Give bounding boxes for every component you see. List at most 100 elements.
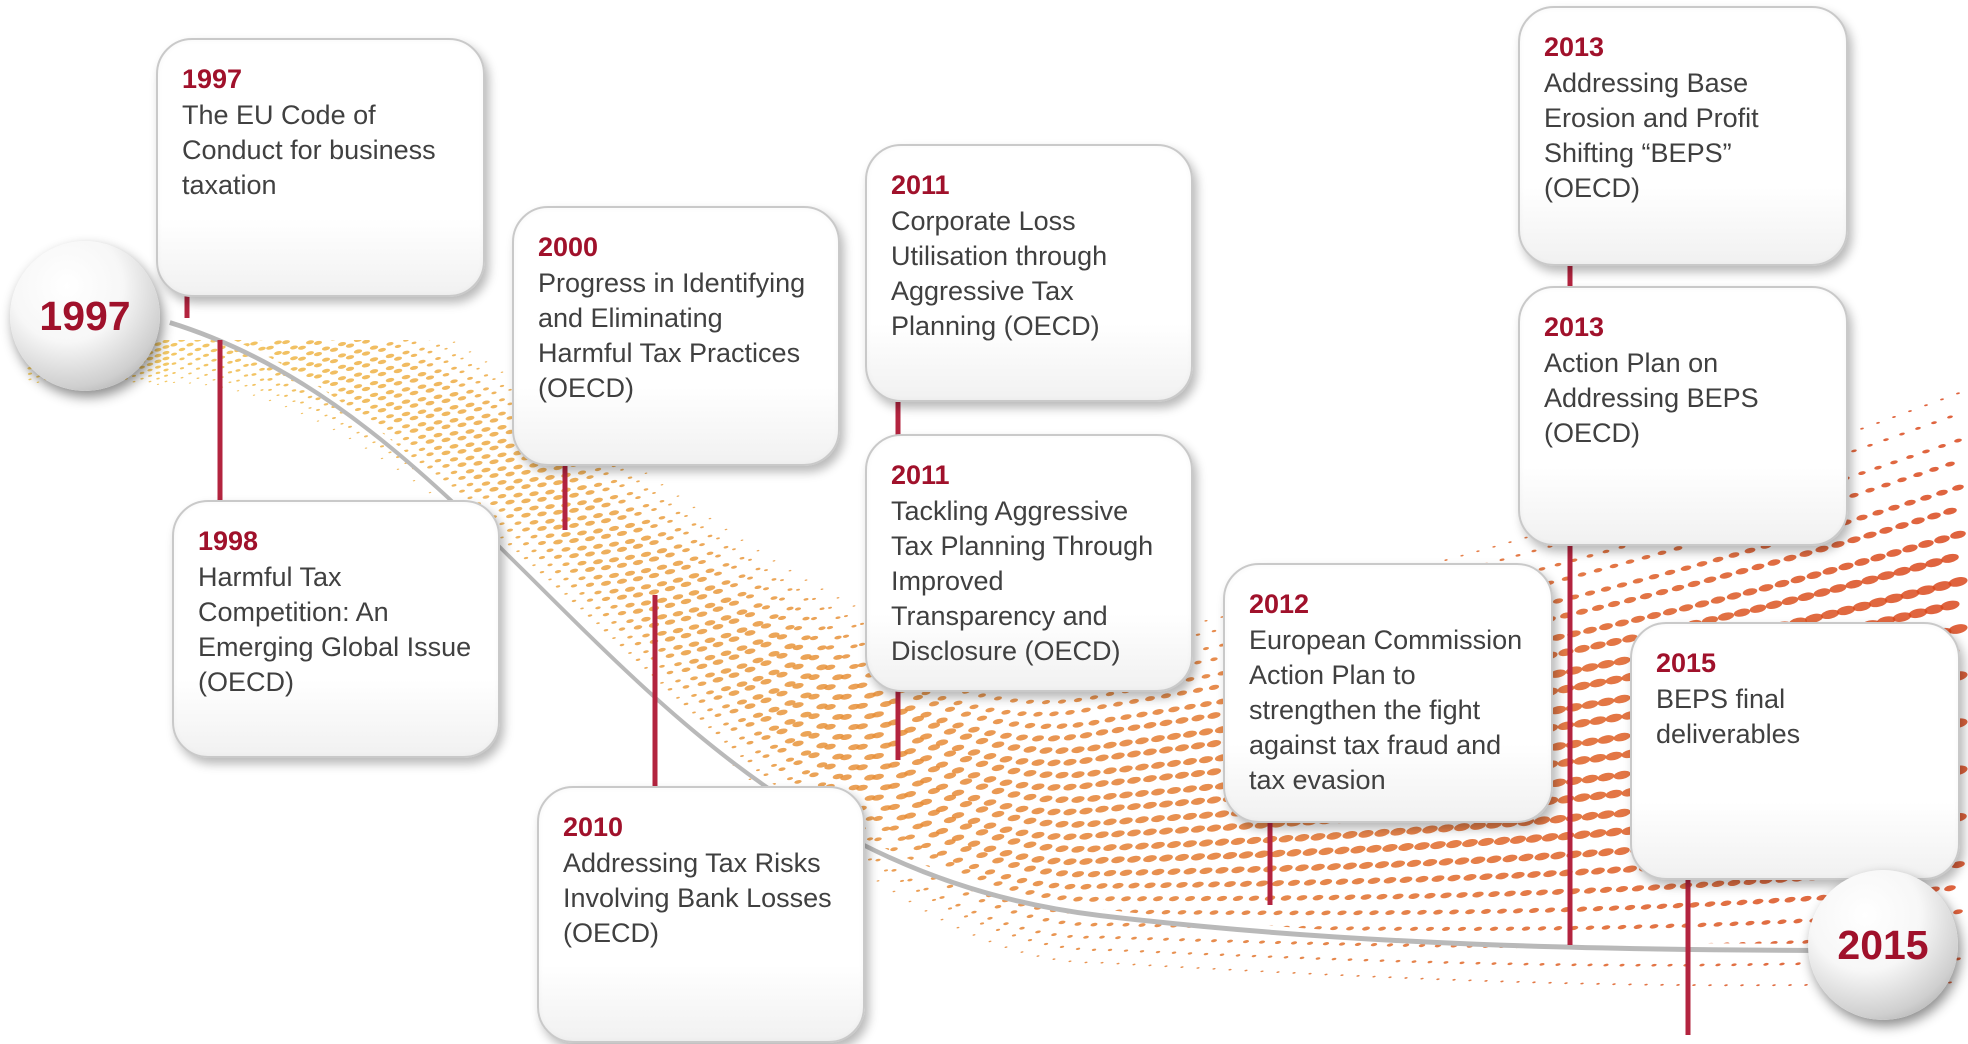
texture-dot: [146, 362, 154, 367]
texture-dot: [434, 458, 442, 463]
texture-dot: [1111, 830, 1125, 838]
texture-dot: [569, 568, 579, 573]
texture-dot: [1168, 706, 1180, 713]
texture-dot: [1183, 758, 1197, 766]
texture-dot: [1321, 910, 1331, 916]
texture-dot: [1087, 744, 1101, 752]
texture-dot: [147, 374, 153, 377]
texture-dot: [1035, 930, 1041, 934]
event-description: BEPS final deliverables: [1656, 684, 1801, 749]
texture-dot: [1135, 869, 1149, 876]
texture-dot: [154, 359, 162, 364]
texture-dot: [444, 347, 448, 350]
texture-dot: [872, 711, 884, 718]
texture-dot: [736, 681, 748, 687]
texture-dot: [953, 700, 963, 706]
texture-dot: [728, 636, 740, 642]
texture-dot: [978, 693, 986, 698]
texture-dot: [771, 578, 777, 581]
texture-dot: [529, 505, 539, 511]
texture-dot: [1191, 714, 1205, 722]
texture-dot: [1176, 881, 1188, 888]
texture-dot: [417, 422, 427, 427]
texture-dot: [1631, 615, 1645, 623]
texture-dot: [1447, 874, 1461, 882]
texture-dot: [401, 374, 411, 380]
texture-dot: [698, 560, 706, 565]
texture-dot: [250, 341, 258, 346]
texture-dot: [1515, 554, 1521, 557]
texture-dot: [1080, 883, 1092, 890]
texture-dot: [1318, 847, 1334, 856]
texture-dot: [688, 573, 700, 579]
texture-dot: [1411, 960, 1417, 963]
texture-dot: [140, 377, 144, 380]
texture-dot: [1607, 600, 1621, 608]
texture-dot: [1406, 859, 1422, 868]
texture-dot: [1211, 629, 1217, 633]
texture-dot: [834, 635, 842, 640]
texture-dot: [977, 875, 987, 881]
texture-dot: [522, 527, 530, 532]
texture-dot: [769, 614, 779, 619]
texture-dot: [1026, 914, 1034, 919]
texture-dot: [1589, 829, 1607, 838]
texture-dot: [458, 475, 466, 480]
texture-dot: [810, 616, 818, 621]
texture-dot: [1143, 855, 1157, 863]
texture-dot: [689, 658, 699, 664]
texture-dot: [1071, 821, 1085, 828]
texture-dot: [1390, 827, 1406, 836]
texture-dot: [1342, 831, 1358, 839]
texture-dot: [1571, 963, 1577, 967]
texture-dot: [1619, 963, 1625, 967]
texture-dot: [1025, 699, 1035, 704]
texture-dot: [1831, 541, 1845, 548]
texture-dot: [999, 802, 1013, 810]
texture-dot: [600, 518, 612, 524]
texture-dot: [627, 476, 633, 479]
texture-dot: [1916, 585, 1936, 595]
texture-dot: [1047, 759, 1061, 767]
texture-dot: [784, 681, 796, 687]
texture-dot: [1601, 925, 1611, 930]
texture-dot: [808, 732, 820, 739]
texture-dot: [195, 367, 201, 370]
texture-dot: [1615, 886, 1629, 893]
texture-dot: [1593, 568, 1603, 573]
texture-dot: [962, 892, 970, 896]
texture-dot: [1644, 983, 1648, 986]
texture-dot: [531, 549, 537, 553]
texture-dot: [1031, 759, 1045, 766]
texture-dot: [1589, 753, 1607, 763]
texture-dot: [1208, 684, 1220, 690]
texture-dot: [1470, 821, 1486, 830]
texture-dot: [1456, 892, 1468, 898]
texture-dot: [1047, 808, 1061, 816]
texture-dot: [1231, 866, 1245, 874]
texture-dot: [492, 378, 496, 381]
texture-dot: [203, 363, 209, 367]
texture-dot: [1495, 872, 1509, 880]
texture-dot: [393, 368, 403, 374]
texture-dot: [1187, 952, 1193, 955]
texture-dot: [441, 450, 451, 456]
texture-dot: [672, 560, 684, 566]
texture-dot: [435, 356, 441, 360]
timeline-curve: [169, 316, 1869, 948]
texture-dot: [640, 535, 652, 541]
texture-dot: [892, 890, 896, 893]
texture-dot: [1539, 963, 1545, 966]
texture-dot: [656, 614, 668, 620]
texture-dot: [1613, 732, 1631, 742]
texture-dot: [186, 333, 194, 338]
texture-dot: [1804, 613, 1824, 623]
texture-dot: [377, 383, 387, 389]
texture-dot: [1260, 970, 1264, 973]
texture-dot: [450, 379, 458, 384]
texture-dot: [1008, 861, 1020, 868]
texture-dot: [380, 457, 384, 460]
texture-dot: [1472, 891, 1484, 898]
texture-dot: [920, 842, 932, 849]
texture-dot: [252, 383, 256, 386]
